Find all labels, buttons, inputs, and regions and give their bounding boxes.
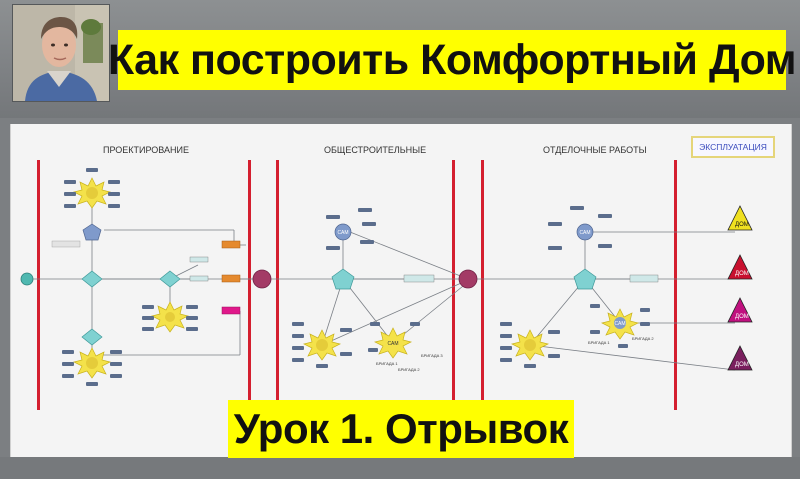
output-bar (221, 240, 241, 249)
section-label-design: ПРОЕКТИРОВАНИЕ (103, 145, 189, 155)
task-cluster (373, 327, 413, 359)
house-triangle (727, 297, 753, 323)
house-label: ДОМ (735, 222, 749, 228)
svg-text:БРИГАДА 1: БРИГАДА 1 (588, 340, 610, 345)
milestone-node (252, 269, 272, 289)
sam-node (334, 223, 352, 241)
slide-bottom-band (0, 457, 800, 479)
svg-text:БРИГАДА 2: БРИГАДА 2 (398, 367, 420, 372)
sam-node (576, 223, 594, 241)
exploitation-box: ЭКСПЛУАТАЦИЯ (691, 136, 775, 158)
decision-diamond (81, 328, 103, 346)
divider-bar (481, 160, 484, 410)
sam-label: САМ (387, 341, 398, 347)
divider-bar (37, 160, 40, 410)
sam-label: САМ (337, 230, 348, 236)
divider-bar (248, 160, 251, 410)
divider-bar (276, 160, 279, 410)
decision-diamond (159, 270, 181, 288)
finishing-pentagon (573, 268, 597, 290)
svg-text:БРИГАДА 3: БРИГАДА 3 (421, 353, 443, 358)
divider-bar (674, 160, 677, 410)
start-node (20, 272, 34, 286)
house-label: ДОМ (735, 271, 749, 277)
house-triangle (727, 205, 753, 231)
house-label: ДОМ (735, 314, 749, 320)
exploitation-label: ЭКСПЛУАТАЦИЯ (699, 142, 767, 152)
page-title: Как построить Комфортный Дом (107, 35, 797, 84)
section-label-finishing: ОТДЕЛОЧНЫЕ РАБОТЫ (543, 145, 647, 155)
house-triangle (727, 345, 753, 371)
construction-pentagon (331, 268, 355, 290)
presenter-image (13, 5, 109, 101)
milestone-node (458, 269, 478, 289)
finishing-section-nodes: САМ САМ БРИГАДА 1 БРИГАДА 2 (500, 206, 659, 368)
decision-diamond (81, 270, 103, 288)
house-triangle (727, 254, 753, 280)
subtitle-banner: Урок 1. Отрывок (228, 400, 574, 458)
output-bar (221, 306, 241, 315)
design-section-nodes (51, 168, 241, 386)
house-label: ДОМ (735, 362, 749, 368)
output-bar (221, 274, 241, 283)
cluster-leaves (64, 168, 120, 208)
construction-section-nodes: САМ САМ БРИГАДА 3 БРИГАДА 1 БРИГАДА 2 (292, 208, 443, 372)
title-banner: Как построить Комфортный Дом (108, 30, 797, 90)
section-label-construction: ОБЩЕСТРОИТЕЛЬНЫЕ (324, 145, 427, 155)
svg-text:БРИГАДА 1: БРИГАДА 1 (376, 361, 398, 366)
connector-lines (30, 200, 740, 371)
lesson-subtitle: Урок 1. Отрывок (233, 405, 569, 452)
sam-label: САМ (614, 321, 625, 327)
divider-bar (452, 160, 455, 410)
sam-label: САМ (579, 230, 590, 236)
svg-text:БРИГАДА 2: БРИГАДА 2 (632, 336, 654, 341)
cluster-center (86, 187, 98, 199)
design-pentagon (82, 223, 102, 241)
presenter-webcam (12, 4, 110, 102)
label-box (51, 240, 81, 248)
